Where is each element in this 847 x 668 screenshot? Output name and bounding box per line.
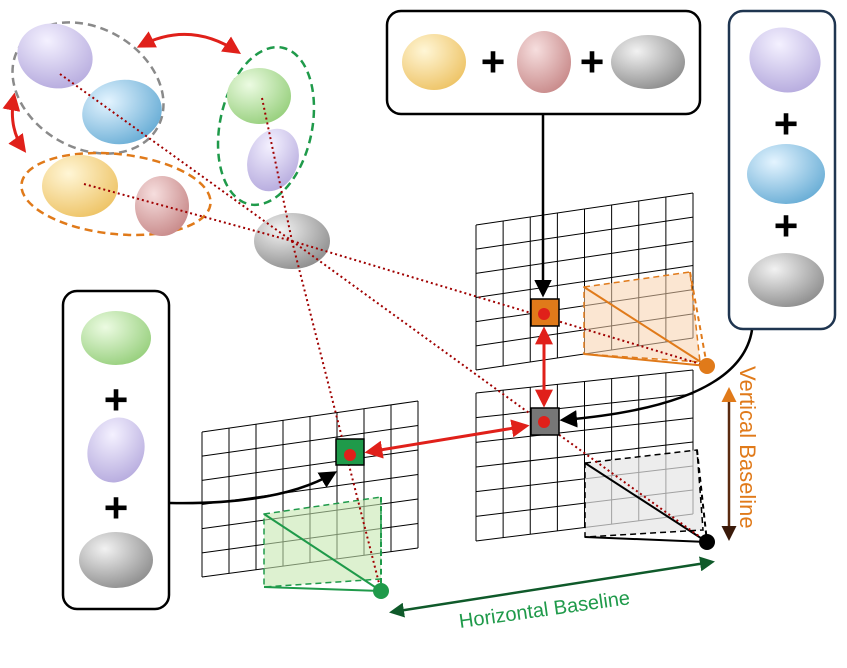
grid-line [475, 216, 694, 250]
purple-blob-small [247, 128, 299, 192]
plus-icon: + [481, 38, 506, 85]
blue-blob [747, 144, 825, 204]
left-box-arrow [169, 471, 338, 505]
gray-blob [79, 532, 153, 588]
left-combination-box: + + [61, 289, 171, 611]
top-combination-box: + + [385, 9, 702, 116]
orange-camera-center [699, 358, 715, 374]
plus-icon: + [774, 202, 799, 249]
pink-blob [517, 31, 571, 93]
blue-blob [82, 79, 162, 145]
right-box-arrow [559, 329, 754, 428]
cluster-green-group [216, 45, 316, 207]
gray-dashed-outline [11, 21, 165, 155]
green-blob [81, 311, 151, 365]
yellow-blob [42, 155, 118, 217]
horizontal-baseline-arrow [389, 556, 715, 618]
grid-line [475, 192, 694, 226]
black-camera-frustum [584, 449, 708, 543]
orange-camera-frustum [583, 271, 708, 367]
projection-rays [59, 73, 708, 592]
red-point [344, 449, 356, 461]
gray-blob [748, 253, 824, 307]
purple-blob [749, 27, 821, 93]
grid-line [475, 369, 694, 394]
gray-blob [611, 35, 685, 89]
orange-dashed-outline [20, 151, 212, 237]
plus-icon: + [104, 376, 129, 423]
yellow-blob [402, 34, 466, 90]
grid-line [475, 240, 694, 274]
plus-icon: + [104, 484, 129, 531]
plus-icon: + [580, 38, 605, 85]
purple-blob [87, 417, 145, 483]
purple-blob [17, 23, 93, 89]
grid-line [475, 265, 694, 298]
right-combination-box: + + [727, 9, 837, 331]
grid-line [201, 400, 419, 433]
green-camera-frustum [263, 496, 382, 592]
grid-line [475, 441, 694, 468]
black-camera-center [699, 534, 715, 550]
red-double-arrow-left [2, 92, 27, 153]
cluster-gray-group [11, 21, 165, 155]
plus-icon: + [774, 100, 799, 147]
horizontal-baseline-label: Horizontal Baseline [458, 587, 632, 633]
red-double-arrow-top [136, 31, 241, 54]
green-blob [227, 68, 291, 124]
red-horizontal-arrow [364, 419, 530, 459]
grid-line [475, 393, 694, 419]
green-dashed-outline [216, 45, 316, 207]
cluster-orange-group [20, 151, 212, 237]
red-point [538, 308, 550, 320]
red-point [538, 416, 550, 428]
green-camera-center [373, 583, 389, 599]
vertical-baseline-label: Vertical Baseline [735, 366, 760, 529]
